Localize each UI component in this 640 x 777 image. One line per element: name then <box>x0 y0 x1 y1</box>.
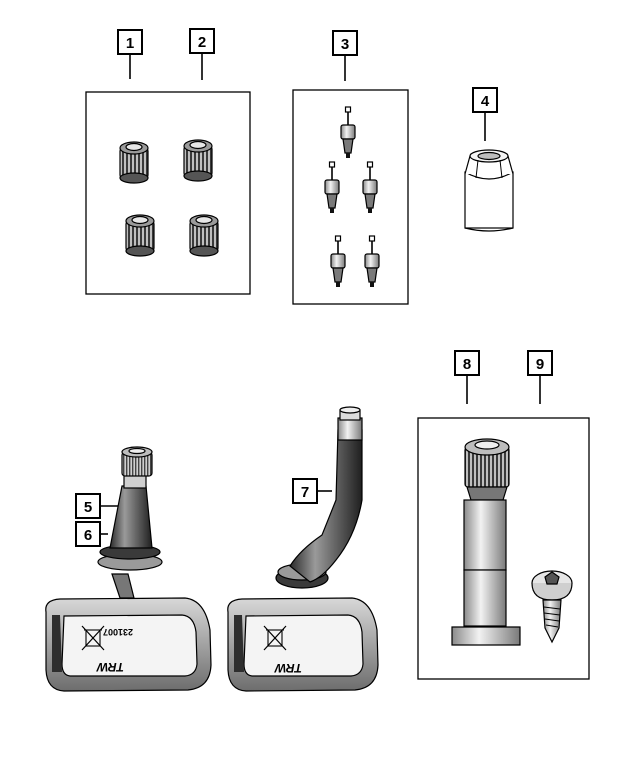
callout-8-label: 8 <box>463 356 471 373</box>
callout-2-label: 2 <box>198 34 206 51</box>
callout-7-label: 7 <box>301 484 309 501</box>
callout-4: 4 <box>472 87 498 113</box>
sensor-code-text: 231007 <box>103 627 133 637</box>
valve-core-part <box>324 161 340 214</box>
callout-9: 9 <box>527 350 553 376</box>
callout-4-label: 4 <box>481 93 490 110</box>
tpms-sensor-left: 231007 TRW <box>45 446 212 692</box>
callout-1-label: 1 <box>126 35 134 52</box>
callout-3-label: 3 <box>341 36 349 53</box>
valve-stem-part <box>451 438 521 646</box>
valve-cap-part <box>189 214 219 257</box>
sensor-brand-text: TRW <box>95 660 124 674</box>
screw-part <box>531 570 573 644</box>
valve-cap-part <box>125 214 155 257</box>
callout-5-label: 5 <box>84 499 92 516</box>
callout-8: 8 <box>454 350 480 376</box>
valve-cap-group-frame <box>85 91 251 295</box>
valve-cap-part <box>183 139 213 182</box>
callout-1: 1 <box>117 29 143 55</box>
callout-7: 7 <box>292 478 318 504</box>
valve-core-part <box>330 235 346 288</box>
callout-6: 6 <box>75 521 101 547</box>
recycle-bin-icon <box>81 625 105 651</box>
callout-5: 5 <box>75 493 101 519</box>
callout-3: 3 <box>332 30 358 56</box>
sensor-brand-text: TRW <box>273 661 302 675</box>
valve-core-group-frame <box>292 89 409 305</box>
callout-2: 2 <box>189 28 215 54</box>
callout-9-label: 9 <box>536 356 544 373</box>
valve-core-part <box>340 106 356 159</box>
tpms-sensor-right: TRW <box>227 406 379 692</box>
valve-core-part <box>364 235 380 288</box>
recycle-bin-icon <box>263 625 287 651</box>
valve-core-part <box>362 161 378 214</box>
valve-stem-group-frame <box>417 417 590 680</box>
hex-nut-part <box>464 149 514 232</box>
callout-6-label: 6 <box>84 527 92 544</box>
valve-cap-part <box>119 141 149 184</box>
